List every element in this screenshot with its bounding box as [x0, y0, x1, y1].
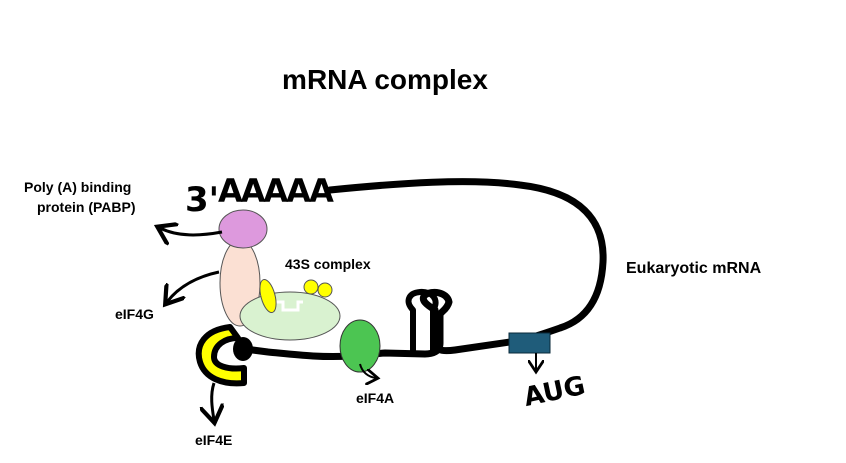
poly-a-tail: AAAAA — [218, 172, 334, 210]
yellow-factor-1 — [303, 279, 319, 295]
aug-label: AUG — [521, 371, 588, 413]
pabp-protein — [218, 209, 268, 249]
eif4e-protein — [195, 324, 247, 387]
yellow-factor-left — [259, 278, 277, 314]
eif4a-label: eIF4A — [356, 390, 394, 406]
pabp-arrow — [160, 228, 223, 235]
mrna-hairpin — [405, 288, 439, 355]
eukaryotic-mrna-label: Eukaryotic mRNA — [626, 260, 762, 277]
cap-structure — [233, 337, 253, 361]
page-title: mRNA complex — [282, 64, 488, 95]
complex-43s-label: 43S complex — [285, 256, 371, 272]
yellow-factor-2 — [317, 282, 333, 298]
eif4g-label: eIF4G — [115, 306, 154, 322]
aug-start-codon — [508, 332, 551, 354]
eif4e-label: eIF4E — [195, 432, 232, 448]
small-subunit — [239, 291, 341, 341]
pabp-label-line1: Poly (A) binding — [24, 179, 131, 195]
three-prime-label: 3' — [185, 180, 219, 220]
eif4g-arrow — [167, 270, 220, 302]
eif4e-arrow — [212, 382, 214, 420]
eif4a-protein — [339, 319, 381, 373]
subunit-notch — [274, 300, 303, 312]
eif4a-arrow — [359, 363, 376, 378]
pabp-label-line2: protein (PABP) — [37, 199, 136, 215]
